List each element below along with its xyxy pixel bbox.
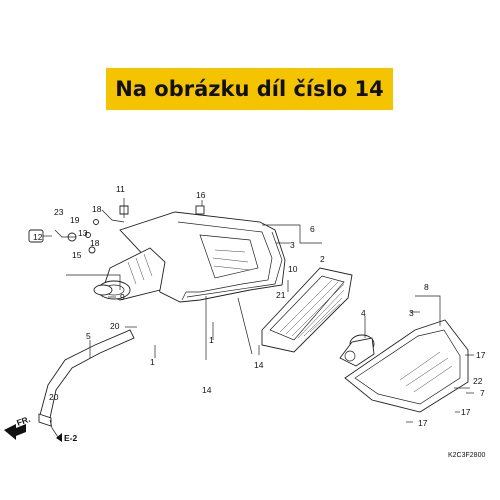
callout-6: 6 (310, 224, 315, 234)
callout-10: 10 (288, 264, 298, 274)
callout-16: 16 (196, 190, 206, 200)
callout-7: 7 (480, 388, 485, 398)
callout-19: 19 (70, 215, 80, 225)
callout-8: 8 (424, 282, 429, 292)
callout-17a: 17 (476, 350, 486, 360)
callout-18a: 18 (92, 204, 102, 214)
callout-23: 23 (54, 207, 64, 217)
diagram-code: K2C3F2800 (448, 452, 485, 459)
part-number-banner: Na obrázku díl číslo 14 (106, 68, 393, 110)
callout-20b: 20 (49, 392, 59, 402)
air-cleaner-cover (344, 319, 469, 413)
callout-22: 22 (473, 376, 483, 386)
callout-14b: 14 (202, 385, 212, 395)
callout-1a: 1 (150, 357, 155, 367)
drain-tube (39, 329, 135, 419)
callout-17b: 17 (461, 407, 471, 417)
callout-9: 9 (120, 292, 125, 302)
front-direction-arrow: FR. (4, 414, 32, 440)
callout-14a: 14 (254, 360, 264, 370)
case-gasket (186, 231, 283, 298)
callout-3: 3 (290, 240, 295, 250)
callout-13: 13 (78, 228, 88, 238)
callout-4: 4 (361, 308, 366, 318)
e2-reference: E-2 (51, 427, 78, 443)
leader-lines (49, 198, 474, 429)
callout-15: 15 (72, 250, 82, 260)
callout-5: 5 (86, 331, 91, 341)
air-filter-element (261, 267, 353, 353)
e2-label: E-2 (64, 433, 78, 443)
callout-21: 21 (276, 290, 286, 300)
fr-label: FR. (15, 414, 31, 428)
small-parts-left (28, 205, 129, 254)
callout-12: 12 (33, 232, 43, 242)
drain-plug (38, 413, 52, 427)
callout-3b: 3 (409, 308, 414, 318)
banner-text: Na obrázku díl číslo 14 (115, 77, 384, 101)
callout-20a: 20 (110, 321, 120, 331)
callout-18b: 18 (90, 238, 100, 248)
callout-17c: 17 (418, 418, 428, 428)
bolt-16 (195, 205, 205, 215)
callout-2: 2 (320, 254, 325, 264)
air-cleaner-cap (339, 334, 375, 367)
callout-11: 11 (116, 184, 125, 194)
clamp-band (93, 284, 113, 296)
arrow-icon (4, 424, 26, 440)
callout-1b: 1 (209, 335, 214, 345)
